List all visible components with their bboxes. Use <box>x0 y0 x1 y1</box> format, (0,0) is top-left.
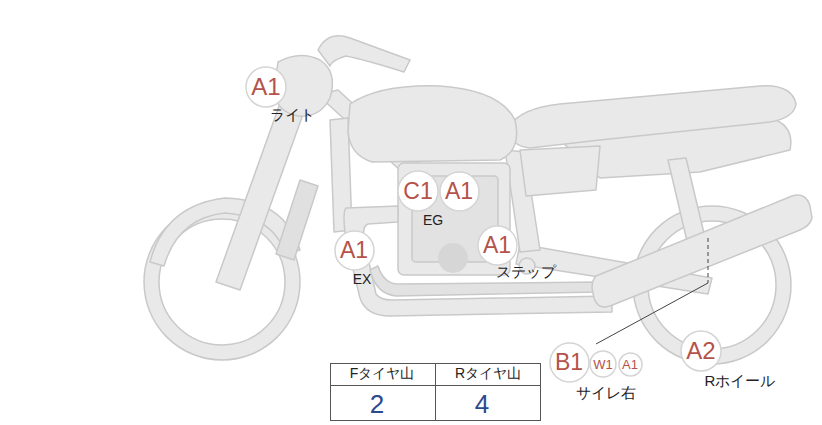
table-cell: 2 <box>370 390 384 419</box>
fuel-tank <box>348 86 517 162</box>
table-cell: Rタイヤ山 <box>455 366 521 381</box>
part-name: ライト <box>270 107 315 124</box>
callout-circle: A2 <box>680 330 722 372</box>
callout-code: A2 <box>686 339 715 363</box>
callout-code: C1 <box>403 180 432 203</box>
callout-circle: W1 <box>589 350 617 378</box>
tire-table <box>331 364 541 421</box>
callout-code: W1 <box>593 358 613 371</box>
part-name: EX <box>353 272 372 287</box>
callout-circle: B1 <box>549 342 590 383</box>
callout-circle: A1 <box>477 225 518 266</box>
callout-code: A1 <box>622 358 638 371</box>
handlebar <box>318 36 410 72</box>
callout-code: A1 <box>483 234 511 257</box>
callout-circle: A1 <box>439 171 480 212</box>
part-name: EG <box>423 213 443 228</box>
leader-line <box>708 238 709 283</box>
callout-circle: A1 <box>245 66 287 108</box>
engine-cover-dot <box>438 243 468 273</box>
part-name: Rホイール <box>705 373 776 390</box>
callout-code: A1 <box>445 180 473 203</box>
part-name: サイレ右 <box>576 385 636 402</box>
callout-circle: A1 <box>334 230 375 271</box>
part-name: ステップ <box>496 264 556 281</box>
callout-circle: C1 <box>397 170 439 212</box>
seat <box>508 86 796 148</box>
exhaust-pipe <box>344 206 612 316</box>
muffler <box>592 195 812 307</box>
side-cover <box>520 146 600 196</box>
callout-circle: A1 <box>618 352 643 377</box>
callout-code: A1 <box>340 239 368 262</box>
callout-code: A1 <box>251 75 280 99</box>
table-cell: 4 <box>475 390 489 419</box>
table-cell: Fタイヤ山 <box>350 366 415 381</box>
callout-code: B1 <box>555 351 583 374</box>
